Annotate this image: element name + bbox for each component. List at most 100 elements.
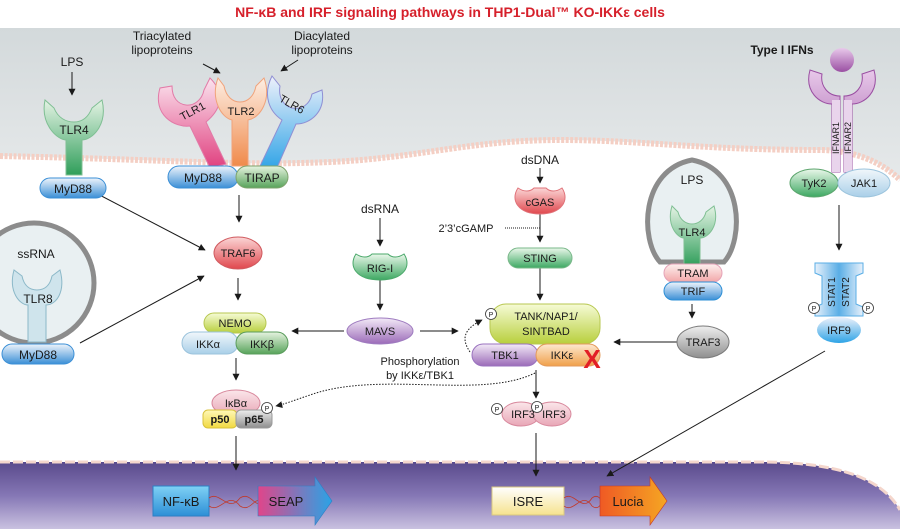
ifnar-receptor (808, 69, 876, 173)
ligand-triacylated-line2: lipoproteins (131, 43, 192, 57)
trif-label: TRIF (681, 286, 706, 298)
tlr4-endosome-label: TLR4 (679, 227, 706, 239)
nfkb-promoter (152, 485, 210, 517)
phospho-tank-label: P (489, 312, 494, 319)
rigi-label: RIG-I (367, 263, 393, 275)
nemo-label: NEMO (219, 318, 252, 330)
nemo-node (203, 312, 267, 334)
ligand-cgamp: 2’3’cGAMP (438, 223, 493, 235)
tlr6-receptor (259, 75, 324, 171)
stat2-label: STAT2 (841, 277, 852, 307)
seap-reporter-arrow (257, 476, 333, 526)
ligand-lps-surface: LPS (61, 55, 84, 69)
ligand-diacylated-line2: lipoproteins (291, 43, 352, 57)
phosphorylation-note-line1: Phosphorylation (381, 356, 460, 368)
phospho-irf3-icon-2 (531, 401, 543, 413)
ligand-type1-ifns: Type I IFNs (750, 43, 813, 57)
traf3-label: TRAF3 (686, 337, 721, 349)
endosome-tlr8 (0, 220, 97, 346)
tbk1-label: TBK1 (491, 350, 519, 362)
traf6-label: TRAF6 (221, 248, 256, 260)
seap-label: SEAP (269, 494, 304, 509)
ikkb-node (235, 331, 289, 355)
sting-node (507, 247, 573, 269)
tlr1-receptor (157, 77, 227, 169)
ikba-label: IκBα (225, 398, 248, 410)
irf3-label-1: IRF3 (511, 409, 535, 421)
rigi-node (352, 253, 408, 281)
tirap-label: TIRAP (244, 171, 279, 185)
myd88-tlr2-label: MyD88 (184, 171, 222, 185)
myd88-tlr8-label: MyD88 (19, 348, 57, 362)
ikke-knockout-mark: X (583, 344, 601, 374)
p65-label: p65 (245, 414, 264, 426)
p50-label: p50 (211, 414, 230, 426)
mavs-node (346, 317, 414, 345)
tlr4-endosome-receptor (670, 205, 716, 267)
ikke-label: IKKε (551, 350, 574, 362)
lucia-reporter-arrow (599, 476, 668, 526)
ligand-dsrna: dsRNA (361, 202, 399, 216)
tyk2-label: TyK2 (801, 178, 826, 190)
phosphorylation-note-line2: by IKKε/TBK1 (386, 370, 454, 382)
tank-nap1-sintbad-node (489, 303, 601, 345)
cgas-label: cGAS (526, 197, 555, 209)
endosome-tlr4 (645, 157, 739, 265)
jak1-node (837, 168, 891, 198)
phospho-irf3-label-2: P (535, 405, 540, 412)
sting-label: STING (523, 253, 557, 265)
diagram-title: NF-κB and IRF signaling pathways in THP1… (235, 4, 665, 20)
phospho-stat1-icon (808, 302, 820, 314)
isre-promoter (491, 486, 565, 516)
phospho-irf3-label-1: P (495, 407, 500, 414)
nucleus (0, 462, 900, 529)
trif-adaptor (663, 281, 723, 301)
ikkb-label: IKKβ (250, 339, 274, 351)
nuclear-membrane (0, 460, 900, 511)
stat1-label: STAT1 (827, 277, 838, 307)
myd88-tlr8-adaptor (1, 343, 75, 365)
traf6-node (213, 236, 263, 270)
irf3-label-2: IRF3 (542, 409, 566, 421)
ifn-ligand-icon (830, 48, 854, 72)
nfkb-label: NF-κB (163, 494, 200, 509)
phospho-stat1-label: P (812, 306, 817, 313)
tlr8-label: TLR8 (23, 292, 53, 306)
jak1-label: JAK1 (851, 178, 877, 190)
cgas-node (514, 187, 566, 215)
ligand-ssrna: ssRNA (17, 247, 54, 261)
ikka-label: IKKα (196, 339, 221, 351)
phospho-tank-icon (485, 308, 497, 320)
ligand-diacylated-line1: Diacylated (294, 29, 350, 43)
irf9-node (817, 317, 861, 343)
tlr2-label: TLR2 (228, 106, 255, 118)
stat1-stat2-node (814, 262, 864, 317)
phospho-irf3-icon-1 (491, 403, 503, 415)
p65-node (235, 409, 273, 429)
tirap-adaptor (235, 165, 289, 189)
tlr8-receptor (12, 269, 63, 343)
tlr2-receptor (214, 76, 268, 167)
ikke-node (535, 343, 601, 367)
phospho-p65-icon (261, 402, 273, 414)
mavs-label: MAVS (365, 326, 395, 338)
irf9-label: IRF9 (827, 325, 851, 337)
ifnar1-label: IFNAR1 (831, 122, 841, 154)
traf3-node (676, 325, 730, 359)
ligand-triacylated-line1: Triacylated (133, 29, 191, 43)
myd88-tlr4-adaptor (39, 177, 107, 199)
tlr4-surface-receptor (43, 99, 104, 176)
lucia-label: Lucia (612, 494, 644, 509)
ifnar2-label: IFNAR2 (843, 122, 853, 154)
myd88-tlr4-label: MyD88 (54, 182, 92, 196)
isre-label: ISRE (513, 494, 544, 509)
phospho-stat2-icon (862, 302, 874, 314)
ligand-lps-endosome: LPS (681, 173, 704, 187)
tank-label-line1: TANK/NAP1/ (514, 311, 578, 323)
tram-label: TRAM (677, 268, 708, 280)
ligand-dsdna: dsDNA (521, 153, 559, 167)
tlr4-surface-label: TLR4 (59, 123, 89, 137)
tank-label-line2: SINTBAD (522, 326, 570, 338)
phospho-p65-label: P (265, 406, 270, 413)
